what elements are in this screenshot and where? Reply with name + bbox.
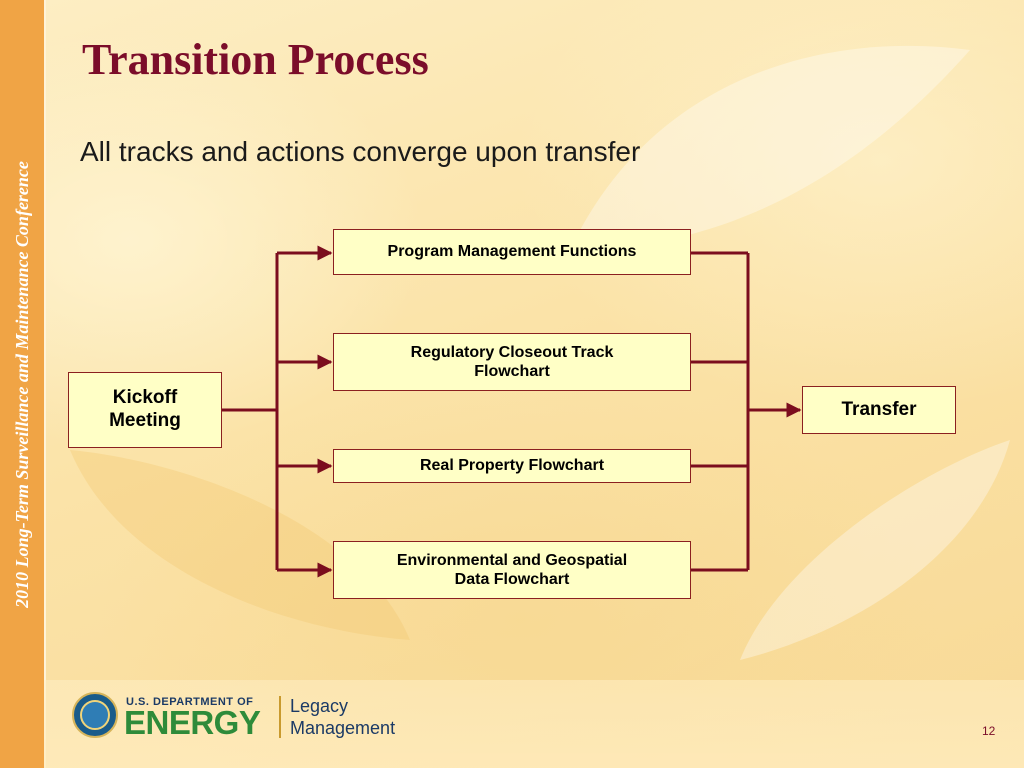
transfer-box: Transfer: [802, 386, 956, 434]
track-label: Environmental and Geospatial Data Flowch…: [396, 551, 628, 588]
logo-divider: [279, 696, 281, 738]
doe-energy-wordmark: ENERGY: [124, 704, 261, 741]
lm-line1: Legacy: [290, 696, 349, 716]
track-label: Regulatory Closeout Track Flowchart: [410, 343, 614, 380]
transfer-label: Transfer: [841, 398, 917, 420]
track-box-environmental-geospatial: Environmental and Geospatial Data Flowch…: [333, 541, 691, 599]
track-box-program-management: Program Management Functions: [333, 229, 691, 275]
leaf-decoration: [70, 450, 410, 640]
legacy-management-wordmark: Legacy Management: [290, 696, 395, 739]
sidebar-band: [0, 0, 46, 768]
kickoff-meeting-box: Kickoff Meeting: [68, 372, 222, 448]
doe-seal-icon: [72, 692, 118, 738]
track-box-regulatory-closeout: Regulatory Closeout Track Flowchart: [333, 333, 691, 391]
slide-subtitle: All tracks and actions converge upon tra…: [80, 136, 641, 167]
track-label: Real Property Flowchart: [419, 457, 605, 475]
page-number: 12: [982, 724, 996, 738]
kickoff-meeting-label: Kickoff Meeting: [109, 387, 181, 431]
leaf-decoration: [570, 45, 970, 250]
slide-title: Transition Process: [82, 35, 429, 84]
leaf-decoration: [740, 440, 1010, 660]
track-box-real-property: Real Property Flowchart: [333, 449, 691, 483]
footer-band: [44, 680, 1024, 768]
doe-department-text: U.S. DEPARTMENT OF: [126, 696, 254, 708]
track-label: Program Management Functions: [387, 243, 637, 261]
lm-line2: Management: [290, 717, 396, 738]
